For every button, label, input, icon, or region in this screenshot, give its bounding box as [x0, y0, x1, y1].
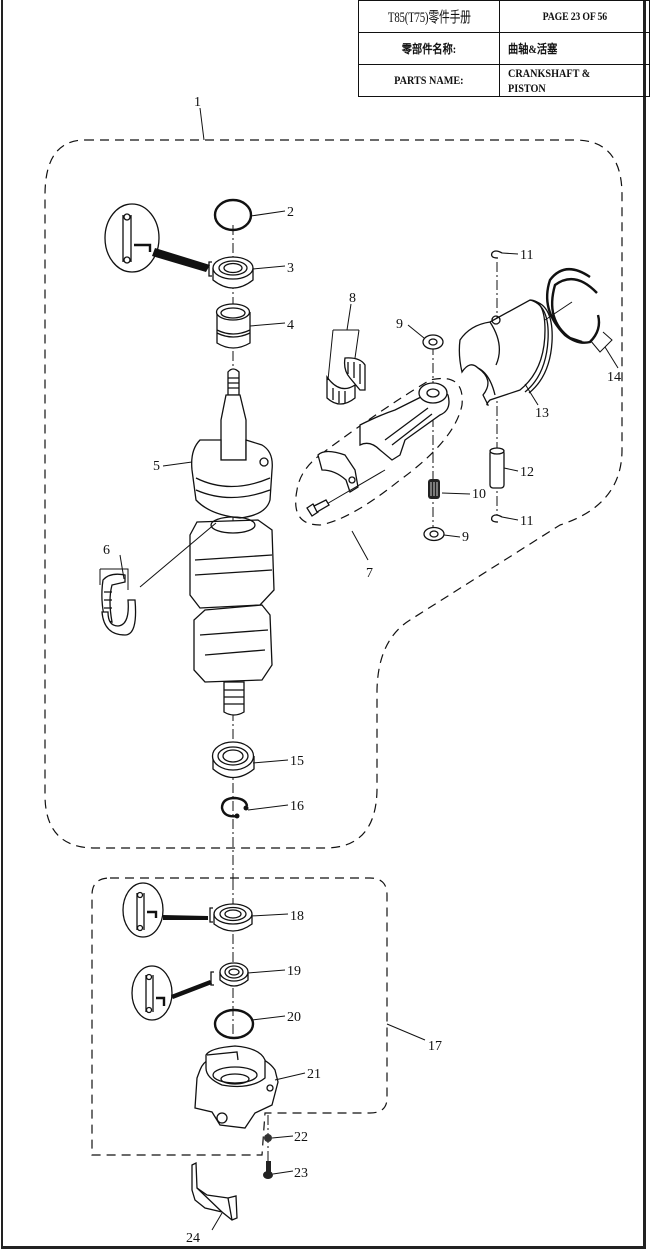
piston-pin-clip-lower — [490, 514, 503, 523]
o-ring-lower — [213, 1008, 255, 1040]
callout-8: 8 — [349, 291, 356, 306]
parts-name-value-en-text: CRANKSHAFT & PISTON — [507, 65, 591, 95]
callout-24: 24 — [186, 1231, 200, 1246]
callout-7: 7 — [366, 566, 373, 581]
callout-18: 18 — [290, 909, 304, 924]
title-block: T85(T75)零件手册 PAGE 23 OF 56 零部件名称: 曲轴&活塞 … — [358, 0, 651, 97]
parts-name-label-en-text: PARTS NAME: — [394, 73, 464, 87]
washer-lower — [423, 526, 445, 542]
small-end-bearing — [428, 479, 440, 499]
washer-lower-hole — [429, 530, 439, 538]
callout-14: 14 — [607, 370, 621, 385]
piston-rings — [544, 268, 613, 353]
parts-name-label-en: PARTS NAME: — [358, 64, 500, 97]
circlip — [220, 796, 249, 819]
seal-detail-bubble-lower-1 — [122, 882, 208, 938]
main-bearing-split — [101, 522, 217, 636]
callout-6: 6 — [103, 543, 110, 558]
group-1-outline — [44, 139, 623, 849]
callout-2: 2 — [287, 205, 294, 220]
o-ring-upper — [213, 198, 253, 232]
oil-seal-lower-1 — [209, 903, 253, 932]
manual-title-text: T85(T75)零件手册 — [387, 10, 471, 26]
needle-bearing-upper — [215, 303, 251, 349]
callout-15: 15 — [290, 754, 304, 769]
parts-name-value-en: CRANKSHAFT & PISTON — [498, 64, 651, 97]
callout-5: 5 — [153, 459, 160, 474]
oil-seal-lower-2 — [210, 962, 249, 987]
callout-1: 1 — [194, 95, 201, 110]
piston-pin-clip-upper — [490, 250, 503, 259]
manual-title: T85(T75)零件手册 — [368, 0, 490, 33]
seal-detail-bubble-lower-2 — [131, 965, 212, 1021]
parts-name-label-cn-text: 零部件名称: — [401, 42, 457, 56]
leader-lines — [99, 107, 619, 1231]
callout-17: 17 — [428, 1039, 442, 1054]
callout-9-upper: 9 — [396, 317, 403, 332]
callout-12: 12 — [520, 465, 534, 480]
callout-3: 3 — [287, 261, 294, 276]
piston-pin — [489, 447, 505, 489]
callout-22: 22 — [294, 1130, 308, 1145]
parts-name-value-cn-text: 曲轴&活塞 — [507, 42, 558, 56]
callout-9-lower: 9 — [462, 530, 469, 545]
page-indicator: PAGE 23 OF 56 — [498, 0, 651, 33]
callout-11-lower: 11 — [520, 514, 533, 529]
callout-13: 13 — [535, 406, 549, 421]
callout-23: 23 — [294, 1166, 308, 1181]
lower-bearing-housing — [194, 1045, 279, 1129]
bolt — [263, 1161, 273, 1179]
big-end-bearing — [326, 357, 366, 405]
oil-seal-upper — [208, 256, 254, 289]
callout-4: 4 — [287, 318, 294, 333]
parts-name-value-cn: 曲轴&活塞 — [498, 32, 651, 65]
bracket — [191, 1161, 238, 1221]
callout-numbers: 1 2 3 4 5 6 7 8 9 9 10 11 11 12 13 14 15… — [103, 95, 621, 1246]
callout-11-upper: 11 — [520, 248, 533, 263]
ball-bearing-lower — [211, 741, 255, 779]
piston — [458, 299, 553, 406]
callout-16: 16 — [290, 799, 304, 814]
callout-21: 21 — [307, 1067, 321, 1082]
group-17-outline — [91, 877, 388, 1156]
callout-19: 19 — [287, 964, 301, 979]
seal-detail-bubble-upper — [104, 203, 210, 273]
washer-upper-hole — [428, 338, 438, 346]
callout-20: 20 — [287, 1010, 301, 1025]
washer-upper — [422, 334, 444, 350]
page-indicator-text: PAGE 23 OF 56 — [542, 10, 607, 23]
washer — [264, 1134, 272, 1142]
callout-10: 10 — [472, 487, 486, 502]
crankshaft — [189, 368, 275, 716]
group-7-outline — [295, 377, 463, 526]
connecting-rod — [306, 382, 450, 517]
